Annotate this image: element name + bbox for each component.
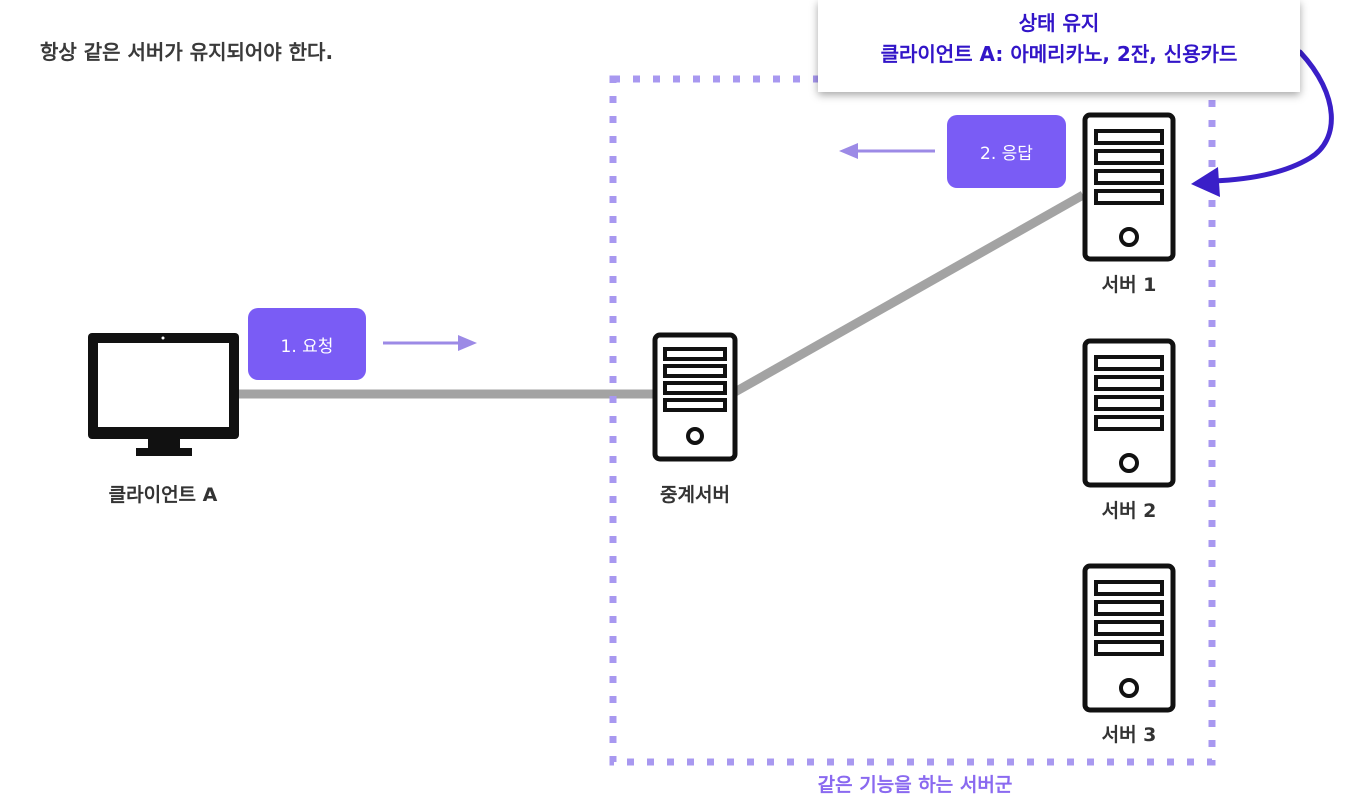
server-2-label: 서버 2 — [1101, 500, 1157, 522]
server-group-caption: 같은 기능을 하는 서버군 — [817, 774, 1013, 796]
proxy-label: 중계서버 — [660, 484, 730, 506]
server-icon — [652, 332, 738, 462]
arrow-left-icon — [839, 143, 935, 159]
arrow-right-icon — [383, 335, 477, 351]
server-group-border — [609, 75, 1216, 766]
connector-proxy-server1 — [732, 191, 1086, 396]
server-icon — [1082, 563, 1176, 713]
monitor-icon — [88, 333, 239, 456]
server-3-label: 서버 3 — [1101, 724, 1157, 746]
server-1-label: 서버 1 — [1101, 274, 1157, 296]
state-note-card: 상태 유지 클라이언트 A: 아메리카노, 2잔, 신용카드 — [818, 0, 1300, 92]
curved-arrow-icon — [1191, 49, 1334, 197]
state-note-detail: 클라이언트 A: 아메리카노, 2잔, 신용카드 — [880, 42, 1238, 66]
request-step-badge: 1. 요청 — [248, 308, 366, 380]
client-label: 클라이언트 A — [108, 484, 218, 506]
server-icon — [1082, 112, 1176, 262]
response-step-badge: 2. 응답 — [947, 115, 1066, 188]
server-icon — [1082, 338, 1176, 488]
state-note-heading: 상태 유지 — [1018, 11, 1100, 35]
page-title: 항상 같은 서버가 유지되어야 한다. — [40, 40, 334, 64]
